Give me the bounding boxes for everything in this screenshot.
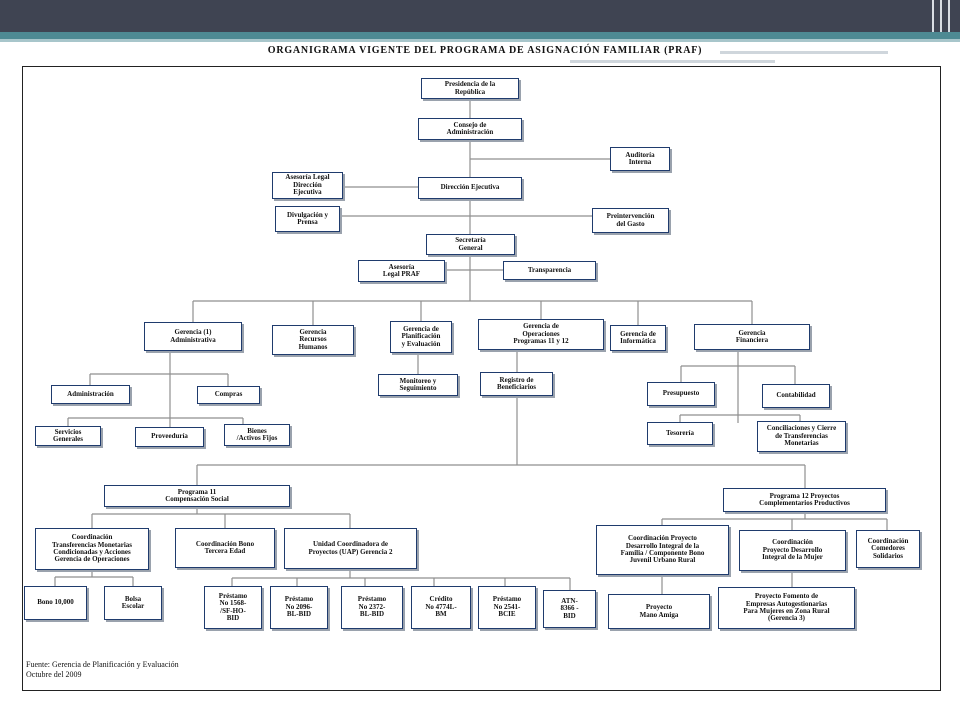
box-bolsa-escolar: Bolsa Escolar [104,586,162,620]
slide-accent-stripe [0,39,960,42]
box-registro-beneficiarios: Registro de Beneficiarios [480,372,553,396]
box-direccion-ejecutiva: Dirección Ejecutiva [418,177,522,199]
box-auditoria-interna: Auditoría Interna [610,147,670,171]
box-compras: Compras [197,386,260,404]
box-coord-bono-tercera-edad: Coordinación Bono Tercera Edad [175,528,275,568]
box-gerencia-operaciones: Gerencia de Operaciones Programas 11 y 1… [478,319,604,350]
box-asesoria-legal-praf: Asesoría Legal PRAF [358,260,445,282]
box-prestamo-2372: Préstamo No 2372- BL-BID [341,586,403,629]
chart-frame [22,66,941,691]
box-gerencia-informatica: Gerencia de Informática [610,325,666,351]
box-proyecto-fomento: Proyecto Fomento de Empresas Autogestion… [718,587,855,629]
corner-decoration-1 [932,0,934,32]
corner-decoration-2 [940,0,942,32]
box-asesoria-legal-direccion: Asesoría Legal Dirección Ejecutiva [272,172,343,199]
box-uap: Unidad Coordinadora de Proyectos (UAP) G… [284,528,417,569]
box-prestamo-1568: Préstamo No 1568- /SF-HO- BID [204,586,262,629]
box-presidencia: Presidencia de la República [421,78,519,99]
box-programa-12: Programa 12 Proyectos Complementarios Pr… [723,488,886,512]
title-underline-deco-2 [570,60,775,63]
box-gerencia-planificacion: Gerencia de Planificación y Evaluación [390,321,452,353]
slide-header-bar [0,0,960,32]
box-administracion: Administración [51,385,130,404]
box-prestamo-2541: Préstamo No 2541- BCIE [478,586,536,629]
slide-title: ORGANIGRAMA VIGENTE DEL PROGRAMA DE ASIG… [267,45,703,56]
box-servicios-generales: Servicios Generales [35,426,101,446]
source-note: Fuente: Gerencia de Planificación y Eval… [26,660,179,680]
box-coord-desarrollo-familia: Coordinación Proyecto Desarrollo Integra… [596,525,729,575]
box-secretaria-general: Secretaría General [426,234,515,255]
box-programa-11: Programa 11 Compensación Social [104,485,290,507]
box-credito-4774: Crédito No 4774L- BM [411,586,471,629]
box-proveeduria: Proveeduría [135,427,204,447]
box-atn-8366: ATN- 8366 - BID [543,590,596,628]
box-consejo-administracion: Consejo de Administración [418,118,522,140]
box-prestamo-2096: Préstamo No 2096- BL-BID [270,586,328,629]
box-contabilidad: Contabilidad [762,384,830,408]
box-coord-transferencias: Coordinación Transferencias Monetarias C… [35,528,149,570]
box-preintervencion-gasto: Preintervención del Gasto [592,208,669,233]
title-underline-deco [720,51,888,54]
box-coord-comedores: Coordinación Comedores Solidarios [856,530,920,568]
box-monitoreo-seguimiento: Monitoreo y Seguimiento [378,374,458,396]
box-coord-desarrollo-mujer: Coordinación Proyecto Desarrollo Integra… [739,530,846,571]
box-divulgacion-prensa: Divulgación y Prensa [275,206,340,232]
slide-accent-band [0,32,960,39]
box-gerencia-financiera: Gerencia Financiera [694,324,810,350]
box-transparencia: Transparencia [503,261,596,280]
box-gerencia-rrhh: Gerencia Recursos Humanos [272,325,354,355]
box-tesoreria: Tesorería [647,422,713,445]
box-presupuesto: Presupuesto [647,382,715,406]
box-gerencia-administrativa: Gerencia (1) Administrativa [144,322,242,351]
box-bono-10000: Bono 10,000 [24,586,87,620]
box-proyecto-mano-amiga: Proyecto Mano Amiga [608,594,710,629]
box-bienes-activos: Bienes /Activos Fijos [224,424,290,446]
corner-decoration-3 [948,0,950,32]
box-conciliaciones: Conciliaciones y Cierre de Transferencia… [757,421,846,452]
